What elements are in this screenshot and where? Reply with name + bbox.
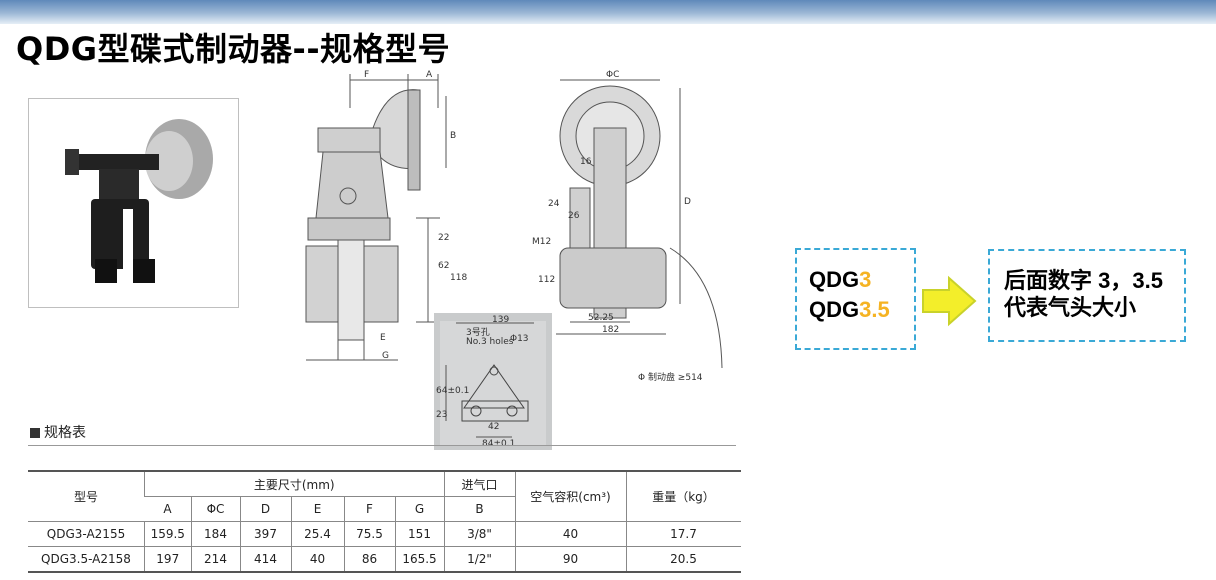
cell-b: 3/8" <box>443 521 515 547</box>
spec-divider <box>28 445 736 446</box>
subheader-b: B <box>443 496 515 522</box>
top-banner <box>0 0 1216 24</box>
cell-g: 151 <box>394 521 444 547</box>
mounting-hole-drawing: 139 3号孔 No.3 holes Φ13 64±0.1 23 42 84±0… <box>434 313 552 450</box>
header-main-dims: 主要尺寸(mm) <box>144 470 444 497</box>
dim-e: E <box>380 333 386 343</box>
front-view-drawing: ΦC 16 24 26 M12 D 112 52.25 182 Φ 制动盘 ≥5… <box>532 70 723 383</box>
cell-weight: 17.7 <box>625 521 741 547</box>
dim-16: 16 <box>580 157 592 167</box>
model-line-qdg3: QDG3 <box>809 267 872 292</box>
header-model: 型号 <box>28 470 145 522</box>
dim-g: G <box>382 351 389 361</box>
explanation-callout-box: 后面数字 3，3.5 代表气头大小 <box>988 249 1186 342</box>
dim-118: 118 <box>450 273 467 283</box>
explanation-line-2: 代表气头大小 <box>1004 295 1137 320</box>
cell-oc: 214 <box>190 546 240 573</box>
dim-b: B <box>450 131 456 141</box>
cell-d: 397 <box>239 521 291 547</box>
side-view-drawing: F A B 22 62 118 E G <box>305 70 467 361</box>
cell-model: QDG3-A2155 <box>28 521 145 547</box>
dim-52-25: 52.25 <box>588 313 614 323</box>
dim-26: 26 <box>568 211 580 221</box>
dim-phi13: Φ13 <box>510 334 529 344</box>
dim-m12: M12 <box>532 237 551 247</box>
dim-f: F <box>364 70 369 80</box>
dim-disc: Φ 制动盘 ≥514 <box>638 371 703 383</box>
dim-112: 112 <box>538 275 555 285</box>
model-callout-box: QDG3 QDG3.5 <box>795 248 916 350</box>
cell-weight: 20.5 <box>625 546 741 573</box>
cell-e: 40 <box>290 546 344 573</box>
cell-air: 90 <box>514 546 626 573</box>
cell-f: 75.5 <box>343 521 395 547</box>
holes-label-en: No.3 holes <box>466 337 514 347</box>
right-arrow-icon <box>922 275 977 327</box>
page-title: QDG型碟式制动器--规格型号 <box>16 30 451 68</box>
dim-62: 62 <box>438 261 449 271</box>
dim-84: 84±0.1 <box>482 439 515 449</box>
subheader-g: G <box>394 496 444 522</box>
cell-f: 86 <box>343 546 395 573</box>
dim-24: 24 <box>548 199 560 209</box>
subheader-e: E <box>290 496 344 522</box>
subheader-f: F <box>343 496 395 522</box>
dim-139: 139 <box>492 315 509 325</box>
cell-d: 414 <box>239 546 291 573</box>
dim-a: A <box>426 70 433 80</box>
cell-e: 25.4 <box>290 521 344 547</box>
header-weight: 重量（kg） <box>625 470 741 522</box>
cell-a: 159.5 <box>144 521 191 547</box>
header-air-volume: 空气容积(cm³) <box>514 470 626 522</box>
table-row: QDG3-A2155 159.5 184 397 25.4 75.5 151 3… <box>28 521 741 547</box>
cell-g: 165.5 <box>394 546 444 573</box>
table-row: QDG3.5-A2158 197 214 414 40 86 165.5 1/2… <box>28 546 741 573</box>
cell-a: 197 <box>144 546 191 573</box>
subheader-a: A <box>144 496 191 522</box>
dim-42: 42 <box>488 422 499 432</box>
dim-d: D <box>684 197 691 207</box>
subheader-d: D <box>239 496 291 522</box>
cell-oc: 184 <box>190 521 240 547</box>
spec-heading: 规格表 <box>30 422 86 442</box>
model-line-qdg3-5: QDG3.5 <box>809 297 890 322</box>
explanation-line-1: 后面数字 3，3.5 <box>1004 268 1163 293</box>
dim-22: 22 <box>438 233 449 243</box>
subheader-oc: ΦC <box>190 496 240 522</box>
dim-oc: ΦC <box>606 70 619 80</box>
cell-model: QDG3.5-A2158 <box>28 546 145 573</box>
dim-23: 23 <box>436 410 447 420</box>
dim-64: 64±0.1 <box>436 386 469 396</box>
cell-b: 1/2" <box>443 546 515 573</box>
header-inlet: 进气口 <box>443 470 515 497</box>
product-photo <box>28 98 239 308</box>
dim-182: 182 <box>602 325 619 335</box>
spec-table: 型号 主要尺寸(mm) 进气口 空气容积(cm³) 重量（kg） A ΦC D … <box>28 470 741 573</box>
holes-label: 3号孔 <box>466 327 490 338</box>
cell-air: 40 <box>514 521 626 547</box>
